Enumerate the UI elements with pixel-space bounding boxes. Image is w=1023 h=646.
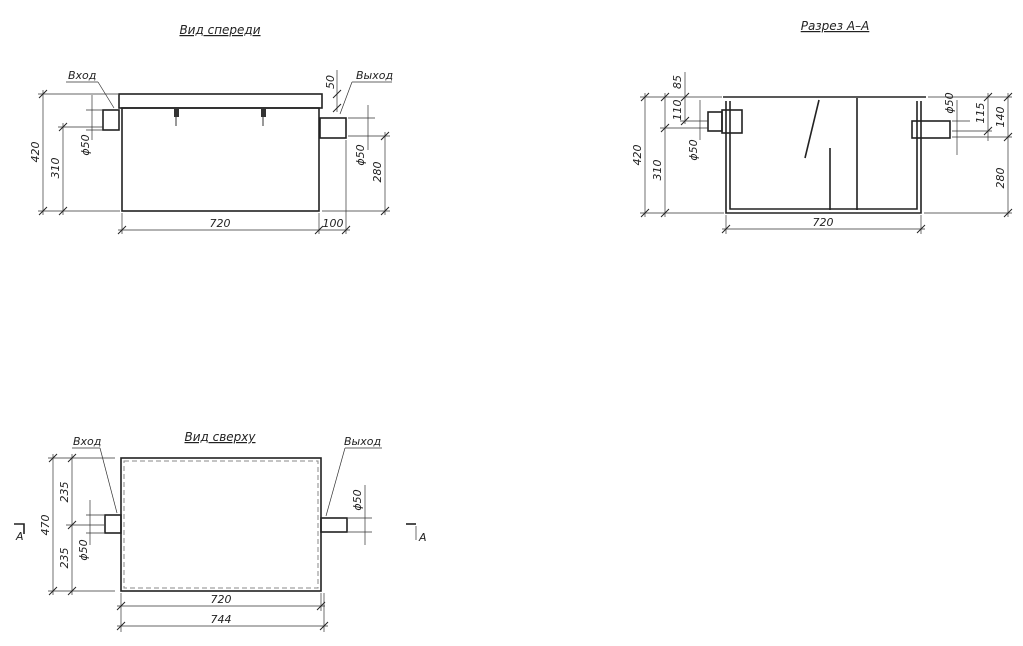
front-dimensions [38, 70, 392, 235]
section-dim-110: 110 [671, 100, 684, 121]
front-body [121, 107, 320, 212]
section-marker-left [14, 523, 25, 534]
top-view: Вид сверху А А Вход Выход 470 235 235 [14, 430, 427, 632]
front-dim-100: 100 [323, 217, 344, 230]
section-dim-280: 280 [994, 168, 1007, 189]
section-view-title: Разрез А–А [801, 19, 870, 33]
front-outlet-pipe [319, 117, 347, 139]
slanted-baffle [804, 99, 820, 159]
front-view: Вид спереди Вход Выход 420 310 [29, 23, 393, 235]
front-dim-inlet-diameter: ϕ50 [79, 134, 92, 155]
top-dimensions [48, 447, 382, 632]
section-dim-720: 720 [813, 216, 834, 229]
section-view: Разрез А–А 420 310 85 110 ϕ [631, 19, 1013, 234]
section-dim-inlet-diameter: ϕ50 [687, 139, 700, 160]
front-view-title: Вид спереди [179, 23, 260, 37]
top-dim-235-upper: 235 [58, 482, 71, 503]
section-marker-right [406, 523, 417, 540]
top-dim-outlet-diameter: ϕ50 [351, 489, 364, 510]
section-dim-310: 310 [651, 160, 664, 181]
top-dim-744: 744 [211, 613, 232, 626]
top-dim-470: 470 [39, 515, 52, 536]
front-dim-50: 50 [324, 75, 337, 89]
section-mark-left: А [15, 530, 24, 543]
section-outlet-pipe [911, 120, 951, 139]
front-inlet-pipe [102, 109, 120, 131]
section-dim-420: 420 [631, 145, 644, 166]
front-inlet-label: Вход [68, 69, 96, 82]
front-dim-280: 280 [371, 162, 384, 183]
front-dim-outlet-diameter: ϕ50 [354, 144, 367, 165]
section-dim-outlet-diameter: ϕ50 [943, 92, 956, 113]
section-dim-85: 85 [671, 75, 684, 89]
top-dim-inlet-diameter: ϕ50 [77, 539, 90, 560]
front-dim-310: 310 [49, 158, 62, 179]
front-dim-420: 420 [29, 142, 42, 163]
top-outlet-label: Выход [344, 435, 381, 448]
front-outlet-label: Выход [356, 69, 393, 82]
latch-icons [174, 109, 266, 126]
section-dim-140: 140 [994, 107, 1007, 128]
top-outlet-pipe [320, 517, 348, 533]
top-dim-235-lower: 235 [58, 548, 71, 569]
front-dim-720: 720 [210, 217, 231, 230]
front-lid [118, 93, 323, 109]
section-inlet-coupling [721, 109, 743, 134]
top-view-title: Вид сверху [184, 430, 256, 444]
section-mark-right: А [418, 531, 427, 544]
section-dim-115: 115 [974, 103, 987, 124]
section-dimensions [640, 72, 1013, 234]
top-inlet-pipe [104, 514, 122, 534]
top-inlet-label: Вход [73, 435, 101, 448]
top-body [120, 457, 322, 592]
section-inlet-pipe [707, 111, 723, 132]
top-dim-720: 720 [211, 593, 232, 606]
